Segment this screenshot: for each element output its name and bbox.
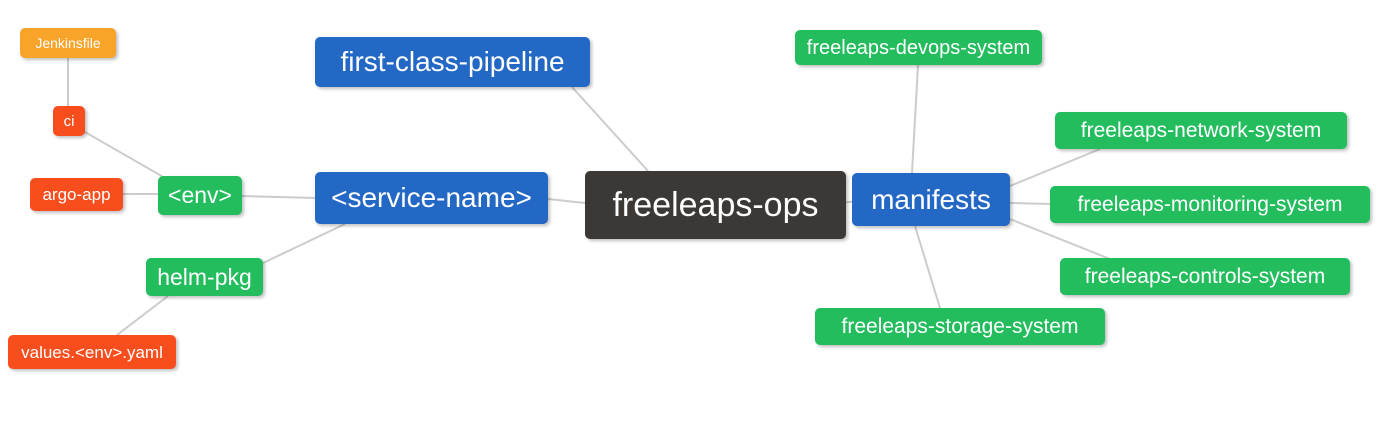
node-first-class-pipeline[interactable]: first-class-pipeline [315,37,590,87]
node-freeleaps-controls-system[interactable]: freeleaps-controls-system [1060,258,1350,295]
node-first-class-pipeline-label: first-class-pipeline [340,46,565,77]
edge-manifests-controls [1009,218,1111,260]
node-freeleaps-storage-system[interactable]: freeleaps-storage-system [815,308,1105,345]
node-env[interactable]: <env> [158,176,242,215]
node-jenkinsfile[interactable]: Jenkinsfile [20,28,116,58]
edge-manifests-network [1009,148,1101,187]
node-ci[interactable]: ci [53,106,85,136]
edge-manifests-monitoring [1009,202,1051,205]
edge-values-helm-pkg [116,295,169,336]
node-manifests[interactable]: manifests [852,173,1010,226]
edge-service-name-freeleaps-ops [547,198,586,204]
edge-env-service-name [241,195,316,199]
node-freeleaps-storage-system-label: freeleaps-storage-system [841,315,1079,338]
edge-manifests-devops [911,64,919,174]
node-freeleaps-devops-system[interactable]: freeleaps-devops-system [795,30,1042,65]
node-jenkinsfile-label: Jenkinsfile [35,35,101,51]
node-values-env-yaml-label: values.<env>.yaml [21,342,163,362]
edge-fcp-freeleaps-ops [571,86,649,172]
edge-manifests-storage [914,225,941,309]
node-freeleaps-monitoring-system-label: freeleaps-monitoring-system [1077,193,1343,216]
node-freeleaps-monitoring-system[interactable]: freeleaps-monitoring-system [1050,186,1370,223]
node-argo-app[interactable]: argo-app [30,178,123,211]
node-helm-pkg-label: helm-pkg [157,263,252,290]
node-helm-pkg[interactable]: helm-pkg [146,258,263,296]
node-freeleaps-controls-system-label: freeleaps-controls-system [1084,265,1326,288]
node-ci-label: ci [63,112,75,130]
node-service-name[interactable]: <service-name> [315,172,548,224]
edge-ci-env [84,131,166,179]
node-argo-app-label: argo-app [42,185,111,204]
node-freeleaps-network-system-label: freeleaps-network-system [1080,119,1322,142]
node-service-name-label: <service-name> [331,182,532,213]
node-freeleaps-devops-system-label: freeleaps-devops-system [806,36,1031,59]
edge-helm-pkg-service-name [262,223,346,264]
node-values-env-yaml[interactable]: values.<env>.yaml [8,335,176,369]
node-freeleaps-ops-root[interactable]: freeleaps-ops [585,171,846,239]
node-manifests-label: manifests [871,183,991,215]
node-freeleaps-ops-label: freeleaps-ops [612,186,819,224]
node-freeleaps-network-system[interactable]: freeleaps-network-system [1055,112,1347,149]
node-env-label: <env> [168,182,232,208]
